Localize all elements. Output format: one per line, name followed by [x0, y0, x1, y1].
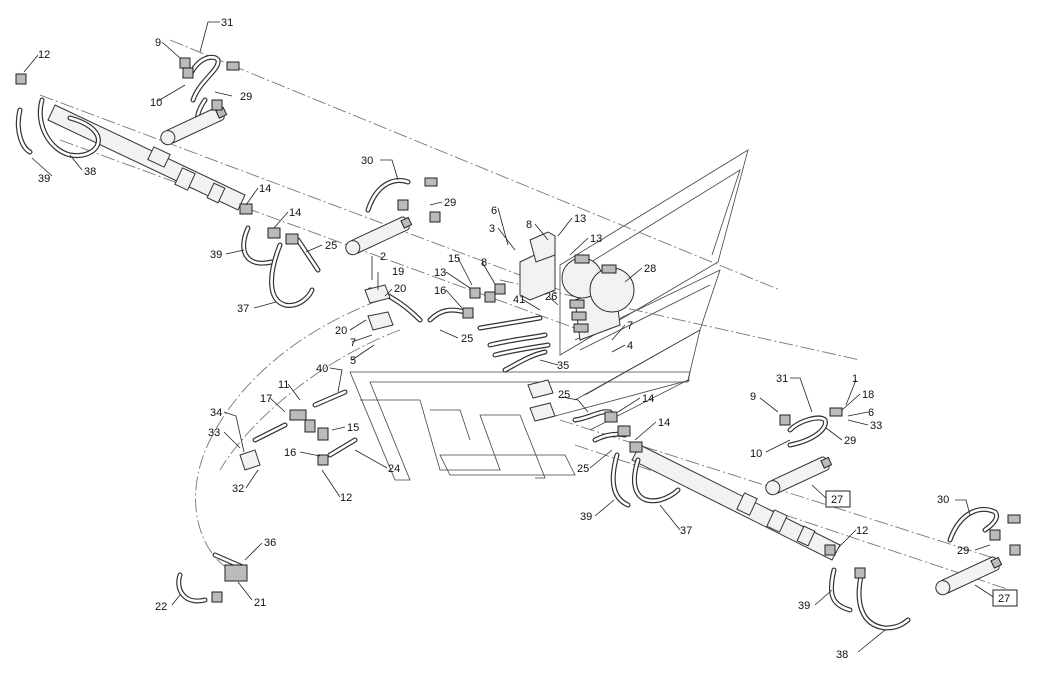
- callout-32: 32: [232, 483, 244, 495]
- callout-16: 16: [434, 285, 446, 297]
- boxed-refs: [825, 490, 1018, 607]
- callout-33: 33: [870, 420, 882, 432]
- callout-31: 31: [221, 17, 233, 29]
- callout-39: 39: [798, 600, 810, 612]
- callout-3: 3: [489, 223, 495, 235]
- callout-18: 18: [862, 389, 874, 401]
- callout-10: 10: [150, 97, 162, 109]
- callout-14: 14: [642, 393, 654, 405]
- callout-30: 30: [937, 494, 949, 506]
- callout-39: 39: [38, 173, 50, 185]
- callout-2: 2: [380, 251, 386, 263]
- callout-29: 29: [444, 197, 456, 209]
- callout-13: 13: [434, 267, 446, 279]
- callout-12: 12: [340, 492, 352, 504]
- callout-20: 20: [394, 283, 406, 295]
- callout-19: 19: [392, 266, 404, 278]
- callout-9: 9: [155, 37, 161, 49]
- boom-beam-right: [631, 444, 841, 561]
- callout-41: 41: [513, 294, 525, 306]
- callout-25: 25: [325, 240, 337, 252]
- callout-6: 6: [868, 407, 874, 419]
- valve-block-assembly: [519, 231, 635, 341]
- callout-8: 8: [481, 257, 487, 269]
- callout-12: 12: [38, 49, 50, 61]
- callout-34: 34: [210, 407, 222, 419]
- callout-26: 26: [545, 291, 557, 303]
- ref-box-27a: [825, 490, 851, 508]
- callout-25: 25: [461, 333, 473, 345]
- callout-13: 13: [590, 233, 602, 245]
- callout-39: 39: [210, 249, 222, 261]
- callout-37: 37: [237, 303, 249, 315]
- callout-1: 1: [852, 373, 858, 385]
- hydraulic-cylinders: [160, 106, 1003, 596]
- callout-15: 15: [448, 253, 460, 265]
- callout-11: 11: [278, 379, 289, 391]
- callout-33: 33: [208, 427, 220, 439]
- callout-14: 14: [289, 207, 301, 219]
- callout-38: 38: [84, 166, 96, 178]
- cylinder-upper-left: [160, 106, 228, 146]
- callout-17: 17: [260, 393, 272, 405]
- fittings: [15, 57, 1021, 603]
- callout-6: 6: [491, 205, 497, 217]
- frame-outline: [349, 149, 749, 481]
- callout-10: 10: [750, 448, 762, 460]
- callout-13: 13: [574, 213, 586, 225]
- cylinder-right: [765, 456, 833, 496]
- cylinder-middle: [345, 216, 413, 256]
- callout-7: 7: [627, 320, 633, 332]
- callout-35: 35: [557, 360, 569, 372]
- callout-8: 8: [526, 219, 532, 231]
- callout-14: 14: [658, 417, 670, 429]
- callout-20: 20: [335, 325, 347, 337]
- callout-28: 28: [644, 263, 656, 275]
- callout-40: 40: [316, 363, 328, 375]
- callout-16: 16: [284, 447, 296, 459]
- callout-22: 22: [155, 601, 167, 613]
- callout-29: 29: [957, 545, 969, 557]
- callout-labels: 12 31 9 10 29 39 38 30 29 14 14 39 25 37…: [38, 17, 1010, 661]
- callout-25: 25: [577, 463, 589, 475]
- leader-lines: [23, 21, 996, 653]
- callout-29: 29: [844, 435, 856, 447]
- callout-30: 30: [361, 155, 373, 167]
- cylinder-far-right: [935, 556, 1003, 596]
- callout-14: 14: [259, 183, 271, 195]
- callout-25: 25: [558, 389, 570, 401]
- callout-24: 24: [388, 463, 400, 475]
- callout-15: 15: [347, 422, 359, 434]
- callout-5: 5: [350, 355, 356, 367]
- callout-21: 21: [254, 597, 266, 609]
- callout-39: 39: [580, 511, 592, 523]
- callout-31: 31: [776, 373, 788, 385]
- ref-box-27b: [992, 589, 1018, 607]
- callout-37: 37: [680, 525, 692, 537]
- callout-12: 12: [856, 525, 868, 537]
- callout-27: 27: [998, 593, 1010, 605]
- callout-4: 4: [627, 340, 633, 352]
- brackets: [239, 284, 556, 471]
- callout-9: 9: [750, 391, 756, 403]
- callout-27: 27: [831, 494, 843, 506]
- callout-38: 38: [836, 649, 848, 661]
- callout-7: 7: [350, 337, 356, 349]
- callout-36: 36: [264, 537, 276, 549]
- callout-29: 29: [240, 91, 252, 103]
